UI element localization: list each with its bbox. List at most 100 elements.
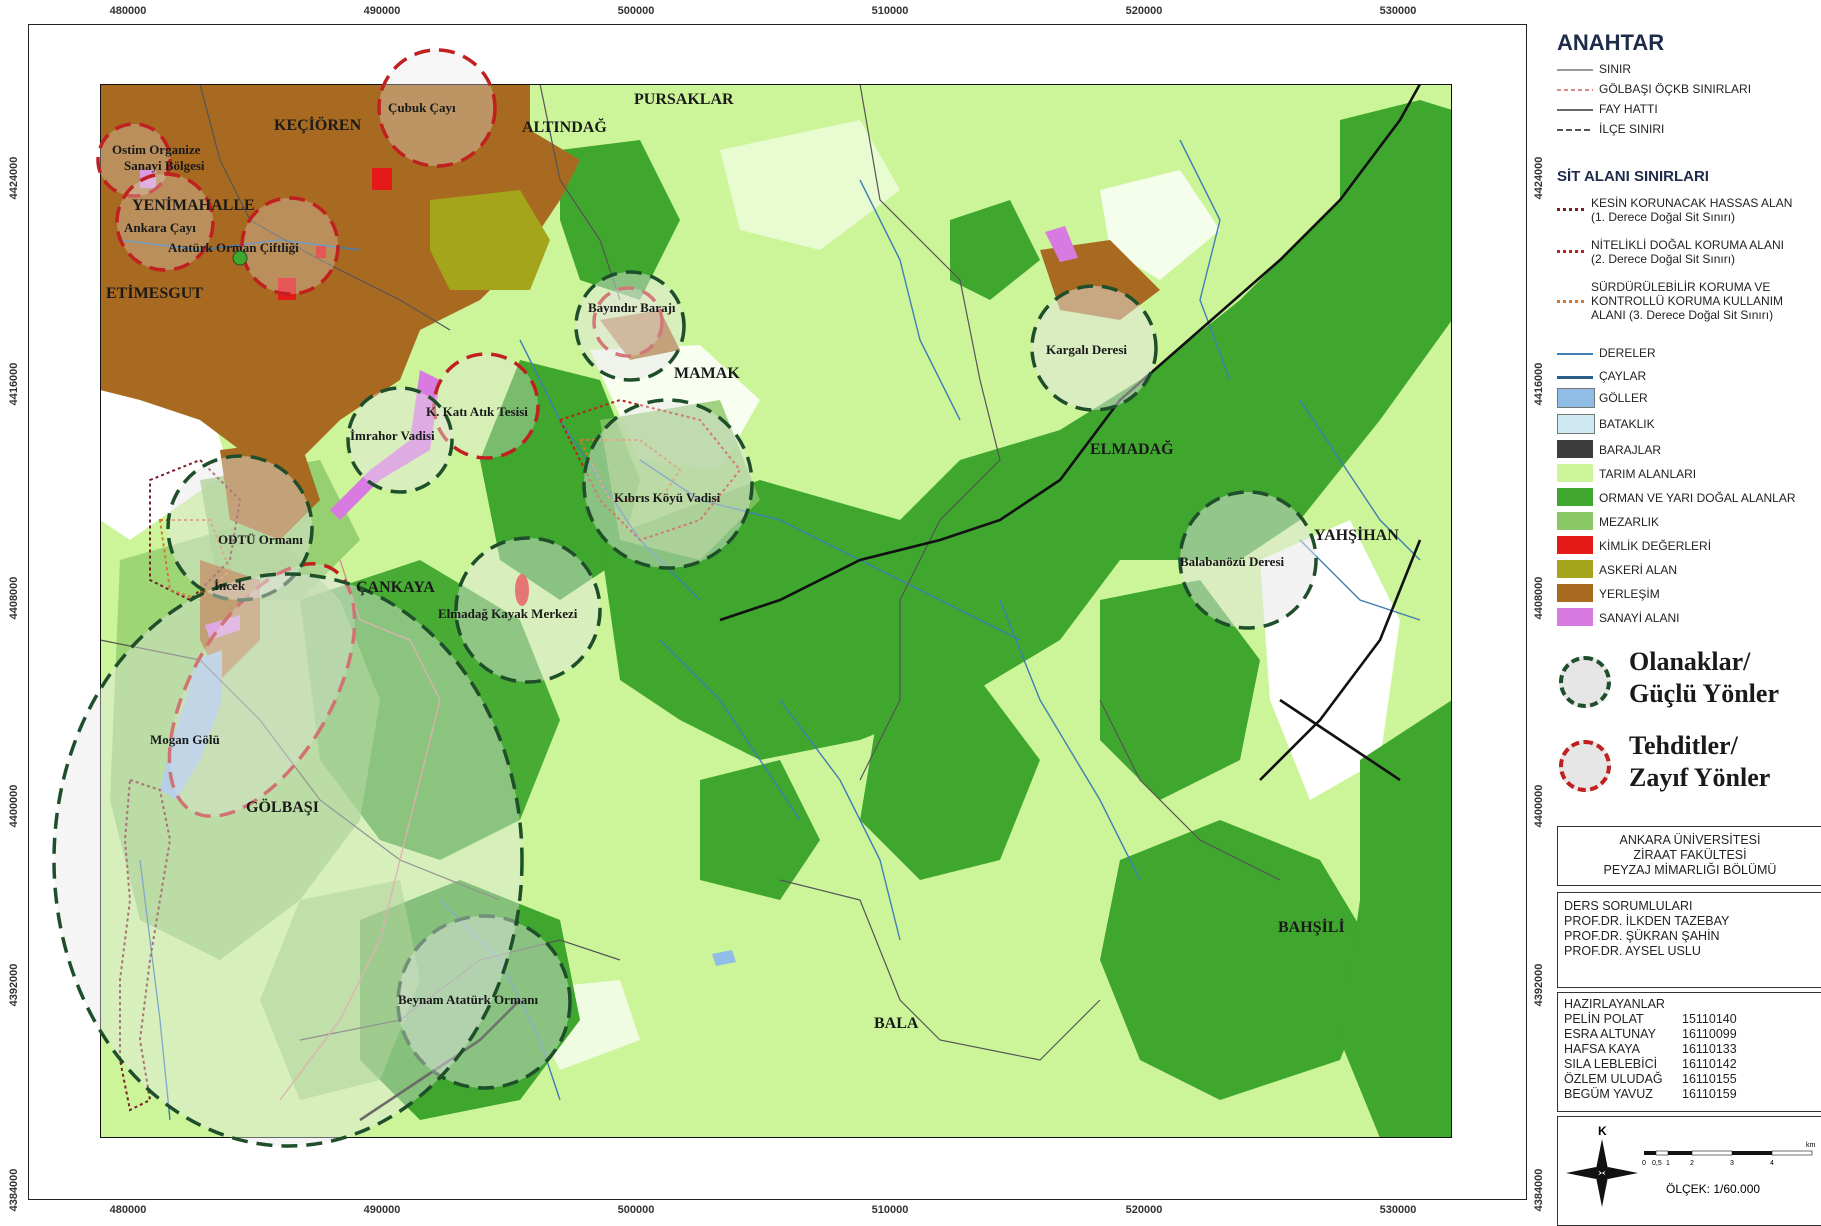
district-label-elmadag: ELMADAĞ bbox=[1090, 439, 1174, 458]
threat-circle bbox=[115, 172, 215, 272]
district-label-kecioren: KEÇİÖREN bbox=[274, 115, 362, 134]
small-lake bbox=[712, 950, 736, 966]
threat-circle bbox=[432, 352, 540, 460]
institution-line: ANKARA ÜNİVERSİTESİ bbox=[1619, 833, 1761, 847]
identity-value bbox=[316, 246, 326, 258]
x-tick-bottom: 500000 bbox=[617, 1204, 655, 1216]
x-tick-bottom: 530000 bbox=[1379, 1204, 1417, 1216]
x-tick-top: 520000 bbox=[1125, 5, 1163, 17]
site-label-balabanozu: Balabanözü Deresi bbox=[1180, 554, 1285, 569]
scale-bar bbox=[1644, 1150, 1813, 1156]
district-label-golbasi: GÖLBAŞI bbox=[246, 798, 319, 816]
district-label-bahsili: BAHŞİLİ bbox=[1278, 917, 1345, 936]
legend-label: İLÇE SINIRI bbox=[1599, 122, 1665, 136]
fault-line bbox=[1279, 698, 1401, 782]
legend-line-district: İLÇE SINIRI bbox=[1557, 122, 1821, 138]
legend-label: GÖLBAŞI ÖÇKB SINIRLARI bbox=[1599, 82, 1752, 96]
district-label-bala: BALA bbox=[874, 1015, 919, 1032]
district-label-cankaya: ÇANKAYA bbox=[356, 579, 435, 596]
institution-line: ZİRAAT FAKÜLTESİ bbox=[1633, 848, 1747, 862]
river bbox=[1179, 139, 1231, 381]
site-label-mogan: Mogan Gölü bbox=[150, 732, 220, 747]
river bbox=[779, 699, 901, 941]
district-border bbox=[779, 879, 1101, 1061]
legend-class-yerlesim: YERLEŞİM bbox=[1557, 584, 1821, 604]
site-label-katiatik: K. Katı Atık Tesisi bbox=[426, 404, 528, 419]
golbasi-protection-border bbox=[279, 559, 441, 1101]
legend-class-kimlik: KİMLİK DEĞERLERİ bbox=[1557, 536, 1821, 556]
institution-box: ANKARA ÜNİVERSİTESİ ZİRAAT FAKÜLTESİ PEY… bbox=[1557, 826, 1821, 886]
site-label-odtu: ODTÜ Ormanı bbox=[218, 532, 303, 547]
opportunity-circle bbox=[52, 572, 524, 1148]
site-label-beynam: Beynam Atatürk Ormanı bbox=[398, 992, 539, 1007]
legend-class-sanayi: SANAYİ ALANI bbox=[1557, 608, 1821, 628]
opportunity-circle bbox=[1178, 490, 1318, 630]
site-label-bayindir: Bayındır Barajı bbox=[588, 300, 676, 315]
legend-swatch bbox=[1557, 512, 1593, 530]
bare-area bbox=[1100, 170, 1220, 280]
forest-area bbox=[1100, 820, 1380, 1100]
river bbox=[859, 179, 961, 421]
scale-tick: 1 bbox=[1666, 1160, 1670, 1167]
legend-swatch bbox=[1557, 464, 1593, 482]
river bbox=[639, 459, 1021, 641]
legend-class-askeri: ASKERİ ALAN bbox=[1557, 560, 1821, 580]
district-label-mamak: MAMAK bbox=[674, 365, 740, 382]
district-border bbox=[299, 939, 621, 1041]
legend-label: DERELER bbox=[1599, 346, 1656, 360]
legend-swatch bbox=[1557, 488, 1593, 506]
district-border bbox=[100, 639, 501, 901]
north-arrow-icon bbox=[1566, 1139, 1638, 1207]
course-line: PROF.DR. ŞÜKRAN ŞAHİN bbox=[1564, 929, 1720, 943]
district-label-yahsihan: YAHŞİHAN bbox=[1314, 525, 1399, 544]
x-tick-bottom: 510000 bbox=[871, 1204, 909, 1216]
opportunity-circle bbox=[574, 270, 686, 382]
site-label-ankara-cayi: Ankara Çayı bbox=[124, 220, 196, 235]
district-label-yenimahalle: YENİMAHALLE bbox=[132, 195, 255, 214]
opportunity-circle bbox=[454, 536, 602, 684]
legend-label: ASKERİ ALAN bbox=[1599, 563, 1678, 577]
legend-swatch bbox=[1557, 129, 1593, 131]
legend-label: GÖLLER bbox=[1599, 391, 1648, 405]
industry-area bbox=[330, 370, 440, 520]
opportunity-circle bbox=[346, 386, 454, 494]
scale-tick: 2 bbox=[1690, 1160, 1694, 1167]
legend-class-mezarlik: MEZARLIK bbox=[1557, 512, 1821, 532]
opportunity-circle bbox=[582, 398, 754, 570]
legend-site-2nd: NİTELİKLİ DOĞAL KORUMA ALANI(2. Derece D… bbox=[1557, 238, 1821, 270]
legend-label: ÇAYLAR bbox=[1599, 369, 1647, 383]
fault-line bbox=[1259, 539, 1422, 781]
river bbox=[1299, 399, 1421, 561]
threat-circle bbox=[377, 48, 497, 168]
river bbox=[139, 859, 171, 1121]
opportunity-key-label: Olanaklar/Güçlü Yönler bbox=[1629, 647, 1779, 708]
bare-area bbox=[720, 120, 900, 250]
legend-label: FAY HATTI bbox=[1599, 102, 1658, 116]
legend-swatch bbox=[1557, 440, 1593, 458]
legend-label: SANAYİ ALANI bbox=[1599, 611, 1680, 625]
legend-label: NİTELİKLİ DOĞAL KORUMA ALANI(2. Derece D… bbox=[1591, 238, 1784, 266]
x-tick-top: 480000 bbox=[109, 5, 147, 17]
district-boundaries bbox=[100, 84, 1281, 1061]
opportunity-key-icon bbox=[1559, 656, 1611, 708]
scale-text: ÖLÇEK: 1/60.000 bbox=[1666, 1182, 1760, 1196]
forest-area bbox=[860, 680, 1040, 880]
identity-value bbox=[515, 574, 529, 606]
preparers-title: HAZIRLAYANLAR bbox=[1564, 997, 1665, 1011]
scale-tick: 4 bbox=[1770, 1160, 1774, 1167]
legend-class-dereler: DERELER bbox=[1557, 346, 1821, 362]
legend-swatch bbox=[1557, 584, 1593, 602]
x-tick-top: 530000 bbox=[1379, 5, 1417, 17]
x-tick-bottom: 520000 bbox=[1125, 1204, 1163, 1216]
x-tick-top: 510000 bbox=[871, 5, 909, 17]
district-border bbox=[539, 84, 621, 301]
legend-swatch bbox=[1557, 109, 1593, 111]
threat-circle bbox=[240, 196, 340, 296]
legend-label: YERLEŞİM bbox=[1599, 587, 1660, 601]
legend-class-tarim: TARIM ALANLARI bbox=[1557, 464, 1821, 484]
forest-area bbox=[1100, 580, 1260, 800]
site-label-kargali: Kargalı Deresi bbox=[1046, 342, 1127, 357]
